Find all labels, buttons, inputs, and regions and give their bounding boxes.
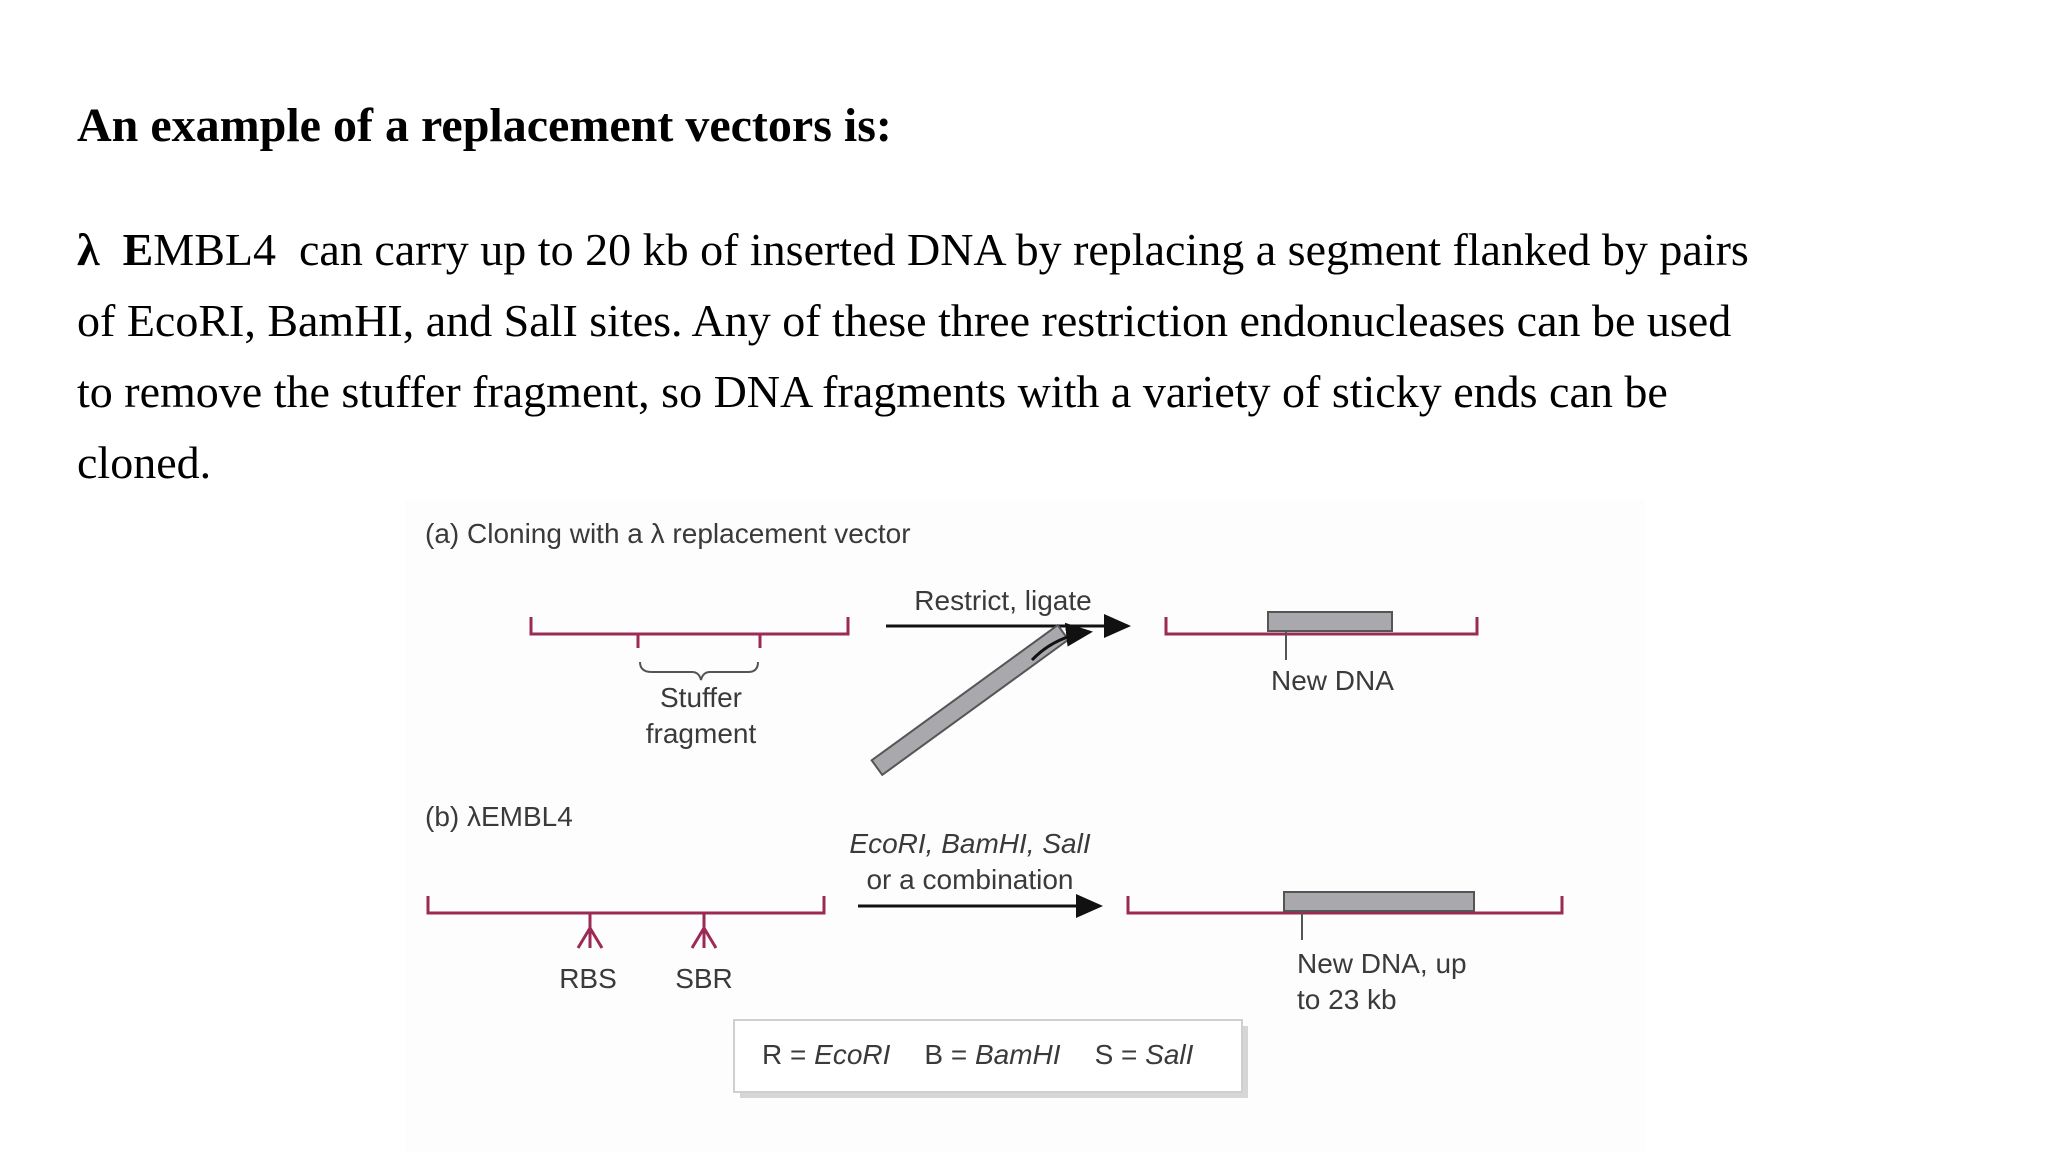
panel-a-recombinant	[1164, 611, 1479, 660]
panel-b-new-dna-label-line-2: to 23 kb	[1297, 984, 1397, 1015]
panel-a-recombinant-line	[1164, 617, 1479, 636]
legend-s-name: SalI	[1145, 1039, 1193, 1070]
paragraph-line-3: to remove the stuffer fragment, so DNA f…	[77, 366, 1668, 417]
legend-b-name: BamHI	[975, 1039, 1061, 1070]
panel-b-vector-line	[426, 896, 826, 915]
lambda-symbol: λ	[77, 224, 100, 275]
stuffer-label-line-2: fragment	[646, 718, 757, 749]
paragraph-line-1: λ EMBL4 can carry up to 20 kb of inserte…	[77, 214, 1977, 285]
legend-s-prefix: S =	[1095, 1039, 1146, 1070]
panel-b-title: (b) λEMBL4	[425, 801, 573, 832]
legend-box: R = EcoRI B = BamHI S = SalI	[733, 1019, 1248, 1098]
sbr-label: SBR	[675, 963, 733, 994]
panel-a-new-dna-insert	[1267, 611, 1393, 632]
excised-stuffer-bar	[870, 623, 1070, 777]
legend-b-prefix: B =	[924, 1039, 975, 1070]
panel-b-arrow-label-line-2: or a combination	[866, 864, 1073, 895]
paragraph-line-4: cloned.	[77, 437, 212, 488]
paragraph-line-1-rest: MBL4 can carry up to 20 kb of inserted D…	[153, 224, 1749, 275]
stuffer-brace	[639, 661, 759, 681]
slide-heading: An example of a replacement vectors is:	[77, 99, 892, 152]
rbs-site-marker	[576, 913, 604, 949]
panel-a-vector-line	[529, 617, 850, 636]
curved-insert-arrow	[1030, 622, 1093, 662]
rbs-label: RBS	[559, 963, 617, 994]
stuffer-label-line-1: Stuffer	[660, 682, 742, 713]
paragraph-line-2: of EcoRI, BamHI, and SalI sites. Any of …	[77, 295, 1732, 346]
panel-b-recombinant	[1126, 891, 1564, 940]
panel-b-arrow-label-line-1: EcoRI, BamHI, SalI	[849, 828, 1090, 859]
panel-a-new-dna-label: New DNA	[1271, 665, 1394, 696]
panel-b-new-dna-label-line-1: New DNA, up	[1297, 948, 1467, 979]
bold-initial: E	[122, 224, 154, 275]
legend-panel	[733, 1019, 1243, 1093]
panel-a-title: (a) Cloning with a λ replacement vector	[425, 518, 911, 549]
panel-a-arrow-label: Restrict, ligate	[914, 585, 1091, 616]
slide-paragraph: λ EMBL4 can carry up to 20 kb of inserte…	[77, 214, 1977, 498]
panel-b-new-dna-insert	[1283, 891, 1475, 912]
legend-r-prefix: R =	[762, 1039, 814, 1070]
panel-a-vector	[529, 617, 850, 648]
sbr-site-marker	[690, 913, 718, 949]
legend-r-name: EcoRI	[814, 1039, 890, 1070]
legend-text: R = EcoRI B = BamHI S = SalI	[762, 1039, 1194, 1070]
panel-b-recombinant-line	[1126, 896, 1564, 915]
